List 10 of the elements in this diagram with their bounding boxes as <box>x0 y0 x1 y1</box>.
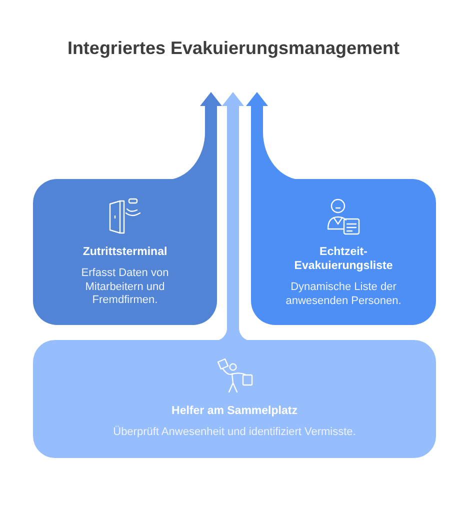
card-description: Erfasst Daten von Mitarbeitern und Fremdfirmen. <box>80 267 170 308</box>
card-title: Helfer am Sammelplatz <box>172 404 298 418</box>
card-description: Überprüft Anwesenheit und identifiziert Vermisste. <box>113 426 356 440</box>
card-title: Echtzeit-Evakuierungsliste <box>293 245 394 273</box>
card-title: Zutrittsterminal <box>82 245 168 259</box>
card-description: Dynamische Liste der anwesenden Personen. <box>284 281 402 308</box>
info-card <box>33 340 436 458</box>
info-card <box>33 179 217 325</box>
diagram-title: Integriertes Evakuierungsmanagement <box>66 37 401 59</box>
info-card <box>251 179 436 325</box>
